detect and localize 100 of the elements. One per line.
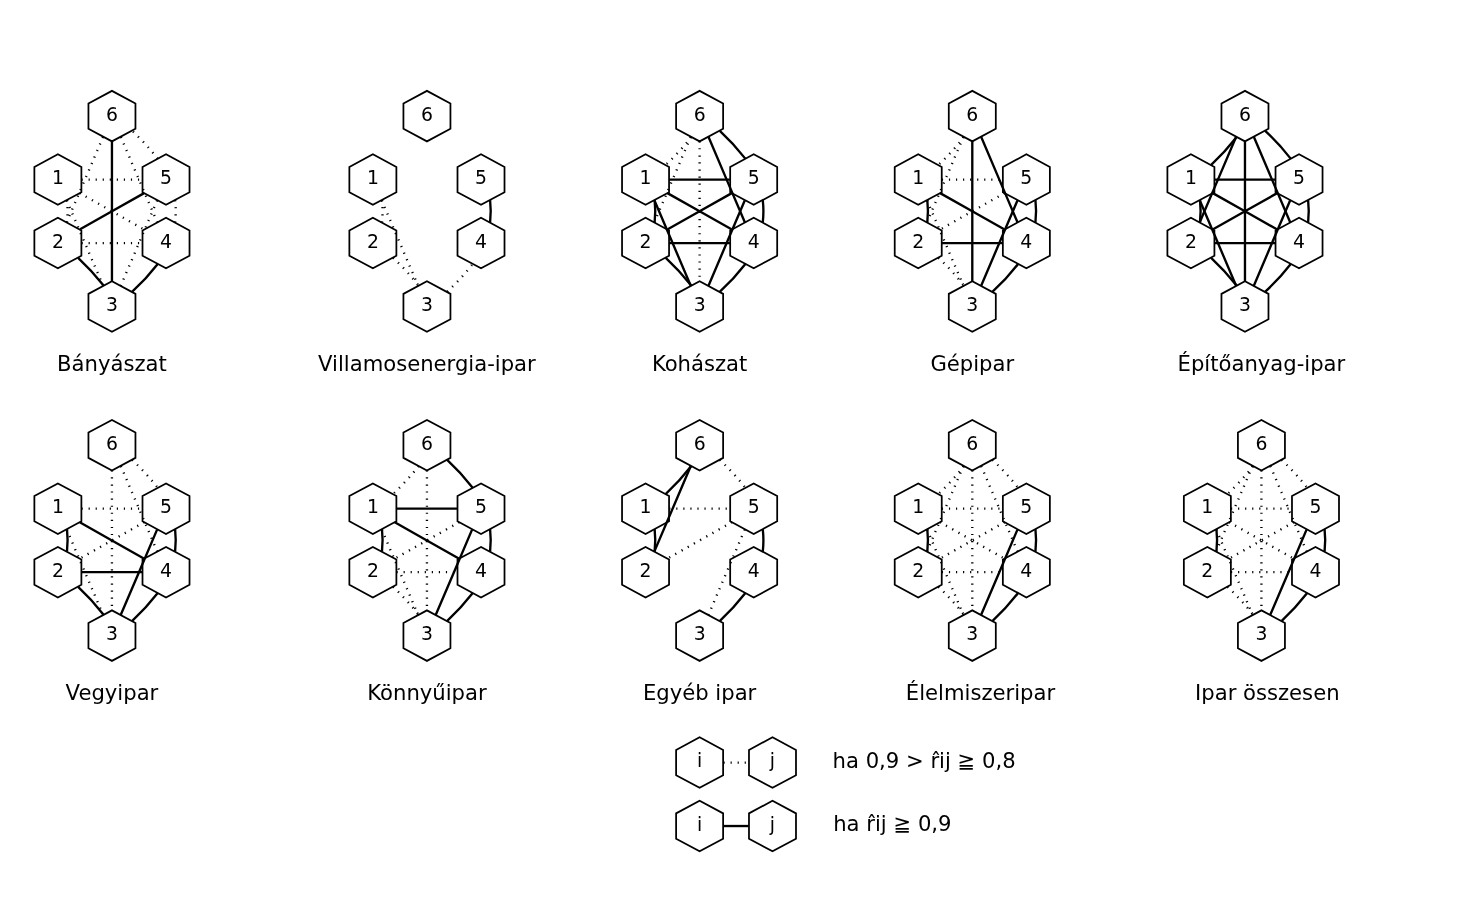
label: Vegyipar (65, 680, 159, 706)
connector (392, 586, 420, 616)
connector (719, 130, 747, 160)
connector (1231, 507, 1292, 510)
label: Élelmiszeripar (905, 680, 1056, 706)
connector (707, 200, 746, 287)
connector (926, 200, 965, 287)
connector (119, 136, 159, 223)
connector (1034, 200, 1038, 223)
connector (971, 141, 974, 282)
connector (119, 529, 159, 616)
connector (925, 136, 965, 223)
connector (380, 200, 384, 223)
connector (653, 465, 692, 553)
connector (79, 192, 145, 231)
connector (1215, 465, 1254, 553)
label: Építőanyag-ipar (1177, 351, 1346, 377)
connector (1214, 178, 1276, 181)
connector (1323, 529, 1327, 552)
connector (1226, 465, 1255, 495)
connector (653, 200, 692, 287)
connector (1214, 241, 1276, 245)
connector (926, 529, 930, 552)
connector (488, 529, 492, 552)
connector (665, 136, 693, 166)
connector (979, 529, 1019, 616)
connector (1198, 136, 1238, 223)
connector (110, 141, 114, 282)
connector (665, 465, 693, 495)
label: Villamosenergia-ipar (318, 351, 536, 377)
connector (664, 256, 693, 287)
connector (380, 200, 420, 287)
connector (1215, 529, 1219, 552)
connector (65, 529, 105, 616)
connector (488, 200, 492, 223)
connector (719, 459, 747, 489)
connector (434, 529, 474, 616)
connector (937, 586, 965, 616)
connector (1215, 529, 1254, 616)
connector (81, 571, 143, 574)
connector (653, 529, 657, 552)
connector (980, 465, 1019, 553)
connector (707, 529, 746, 616)
connector (1264, 263, 1292, 293)
connector (79, 521, 145, 560)
label: ha 0,9 > r̂ij ≧ 0,8 (832, 747, 1016, 773)
connector (380, 529, 420, 616)
connector (937, 136, 965, 166)
connector (723, 824, 749, 828)
connector (446, 592, 474, 622)
connector (991, 459, 1019, 489)
connector (119, 200, 159, 287)
connector (667, 521, 733, 560)
connector (1306, 200, 1310, 223)
connector (761, 200, 765, 223)
connector (380, 529, 384, 552)
connector (1198, 200, 1238, 287)
connector (941, 241, 1003, 245)
connector (119, 465, 159, 553)
connector (65, 529, 69, 552)
label: Gépipar (930, 351, 1015, 377)
connector (926, 529, 965, 616)
connector (446, 263, 474, 293)
connector (65, 136, 105, 223)
connector (1210, 256, 1238, 287)
label: ha r̂ij ≧ 0,9 (833, 811, 952, 837)
connector (669, 507, 730, 510)
connector (1212, 192, 1278, 231)
label: Kohászat (651, 351, 748, 377)
connector (131, 130, 159, 160)
connector (446, 459, 474, 489)
connector (1269, 529, 1308, 616)
connector (925, 465, 965, 553)
connector (392, 465, 420, 495)
connector (669, 178, 730, 181)
connector (761, 529, 765, 552)
connector (980, 136, 1019, 223)
connector (394, 521, 460, 560)
connector (173, 529, 177, 552)
connector (1252, 200, 1292, 287)
connector (1280, 459, 1309, 489)
connector (1034, 529, 1038, 552)
connector (1269, 465, 1308, 553)
connector (77, 586, 105, 616)
connector (173, 200, 177, 223)
label: Könnyűipar (367, 680, 487, 706)
connector (707, 136, 746, 223)
connector (653, 200, 657, 223)
label: Egyéb ipar (642, 680, 757, 706)
label: Ipar összesen (1195, 680, 1340, 706)
connector (65, 200, 69, 223)
connector (1226, 586, 1254, 616)
connector (392, 256, 420, 287)
connector (131, 263, 159, 293)
connector (991, 263, 1019, 293)
connector (77, 256, 105, 287)
connector (991, 592, 1019, 622)
connector (396, 507, 458, 510)
connector (937, 465, 965, 495)
connector (1264, 130, 1292, 160)
